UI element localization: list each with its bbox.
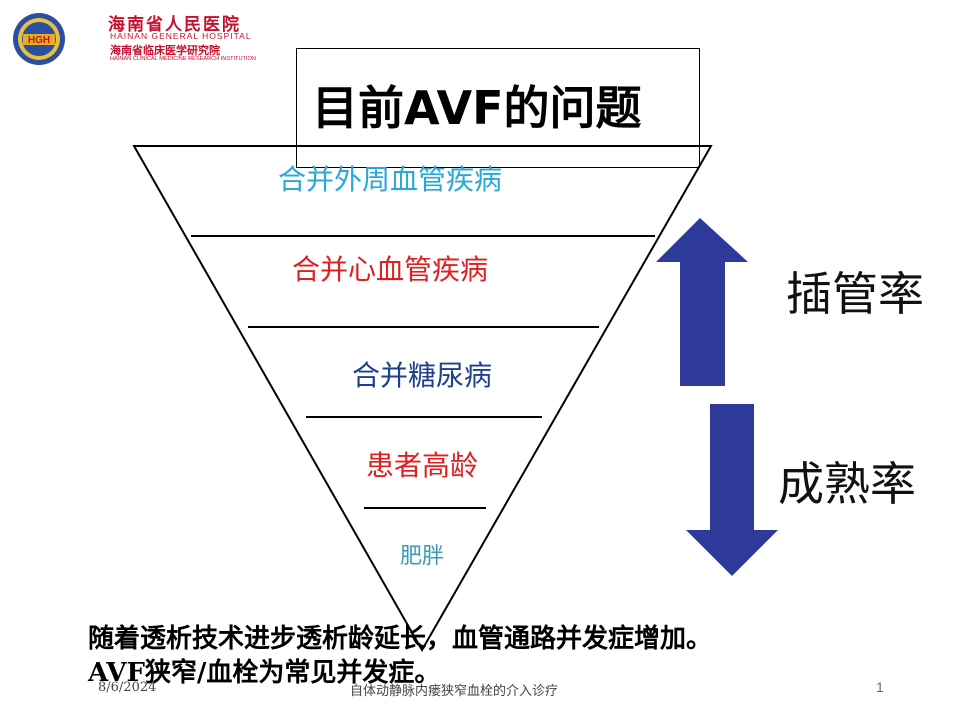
pyramid-tier-elderly: 患者高龄 bbox=[365, 449, 478, 482]
slide-title: 目前AVF的问题 bbox=[312, 81, 642, 135]
institute-name-en: HAINAN CLINICAL MEDICINE RESEARCH INSTIT… bbox=[110, 56, 256, 62]
catheter-rate-label: 插管率 bbox=[786, 267, 924, 321]
pyramid-tier-diabetes: 合并糖尿病 bbox=[351, 359, 492, 392]
institute-name-cn: 海南省临床医学研究院 bbox=[110, 44, 220, 57]
pyramid-tier-obesity: 肥胖 bbox=[399, 544, 444, 569]
maturation-rate-label: 成熟率 bbox=[778, 457, 916, 511]
footer-date: 8/6/2024 bbox=[98, 680, 157, 695]
hospital-emblem-icon: HGH bbox=[13, 13, 65, 65]
footer-title: 自体动静脉内瘘狭窄血栓的介入诊疗 bbox=[350, 684, 559, 699]
pyramid-outline bbox=[132, 145, 713, 653]
title-frame bbox=[296, 48, 700, 168]
hospital-name-cn: 海南省人民医院 bbox=[108, 15, 241, 35]
pyramid-tier-cardiovascular: 合并心血管疾病 bbox=[291, 253, 488, 286]
emblem-text: HGH bbox=[28, 35, 50, 46]
arrow-up-icon bbox=[656, 218, 748, 386]
body-text-line-1: 随着透析技术进步透析龄延长，血管通路并发症增加。 bbox=[88, 624, 713, 654]
pyramid-tier-peripheral-vascular: 合并外周血管疾病 bbox=[277, 163, 502, 196]
footer-page-number: 1 bbox=[876, 679, 884, 695]
hospital-name-en: HAINAN GENERAL HOSPITAL bbox=[110, 31, 252, 41]
body-text-line-2: AVF狭窄/血栓为常见并发症。 bbox=[88, 658, 441, 688]
arrow-down-icon bbox=[686, 404, 778, 576]
